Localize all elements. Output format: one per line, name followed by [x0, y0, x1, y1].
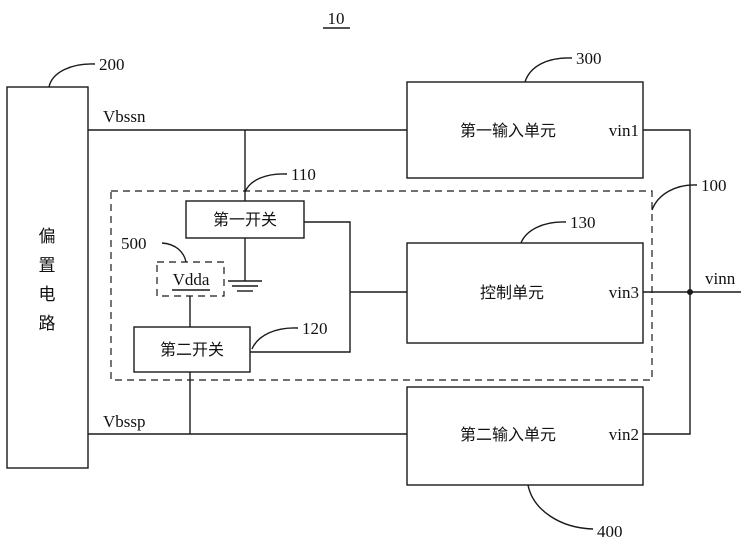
- output-junction-dot: [687, 289, 693, 295]
- leader-100: [651, 184, 698, 211]
- bias-circuit-label-1: 偏: [39, 227, 56, 247]
- ref-300: 300: [576, 49, 602, 68]
- leader-400: [527, 484, 594, 530]
- second-switch-label: 第二开关: [160, 340, 224, 359]
- control-pin-label: vin3: [609, 283, 639, 302]
- leader-130: [520, 221, 567, 244]
- leader-120: [251, 327, 299, 350]
- leader-500: [161, 242, 187, 263]
- second-input-unit-label: 第二输入单元: [460, 425, 556, 444]
- block-100-boundary: [110, 190, 653, 381]
- control-unit-label: 控制单元: [480, 283, 544, 302]
- bias-circuit-label-3: 电: [39, 285, 56, 305]
- ref-120: 120: [302, 319, 328, 338]
- ref-500: 500: [121, 234, 147, 253]
- leader-300: [524, 57, 573, 83]
- bias-circuit-label-4: 路: [39, 314, 56, 334]
- bias-circuit-box: [6, 86, 89, 469]
- second-input-pin-label: vin2: [609, 425, 639, 444]
- ref-110: 110: [291, 165, 316, 184]
- first-switch-box: [185, 200, 305, 239]
- vdda-supply-box: [156, 261, 225, 297]
- leader-110: [244, 173, 288, 193]
- control-unit-box: [406, 242, 644, 344]
- second-switch-box: [133, 326, 251, 373]
- first-input-unit-label: 第一输入单元: [460, 121, 556, 140]
- wires: [88, 129, 741, 435]
- reference-leaders: [48, 57, 698, 530]
- first-input-pin-label: vin1: [609, 121, 639, 140]
- figure-number: 10: [328, 9, 345, 28]
- ref-400: 400: [597, 522, 623, 541]
- vbssn-label: Vbssn: [103, 107, 146, 126]
- ground-icon: [228, 280, 262, 292]
- second-input-unit-box: [406, 386, 644, 486]
- ref-130: 130: [570, 213, 596, 232]
- ref-100: 100: [701, 176, 727, 195]
- bias-circuit-label-2: 置: [39, 256, 56, 276]
- vbssp-label: Vbssp: [103, 412, 146, 431]
- ref-200: 200: [99, 55, 125, 74]
- first-input-unit-box: [406, 81, 644, 179]
- vinn-label: vinn: [705, 269, 736, 288]
- switch-output-wire: [250, 221, 351, 353]
- vdda-label: Vdda: [173, 270, 210, 289]
- first-switch-label: 第一开关: [213, 210, 277, 229]
- leader-200: [48, 63, 96, 88]
- input-units-output-wire: [643, 129, 691, 435]
